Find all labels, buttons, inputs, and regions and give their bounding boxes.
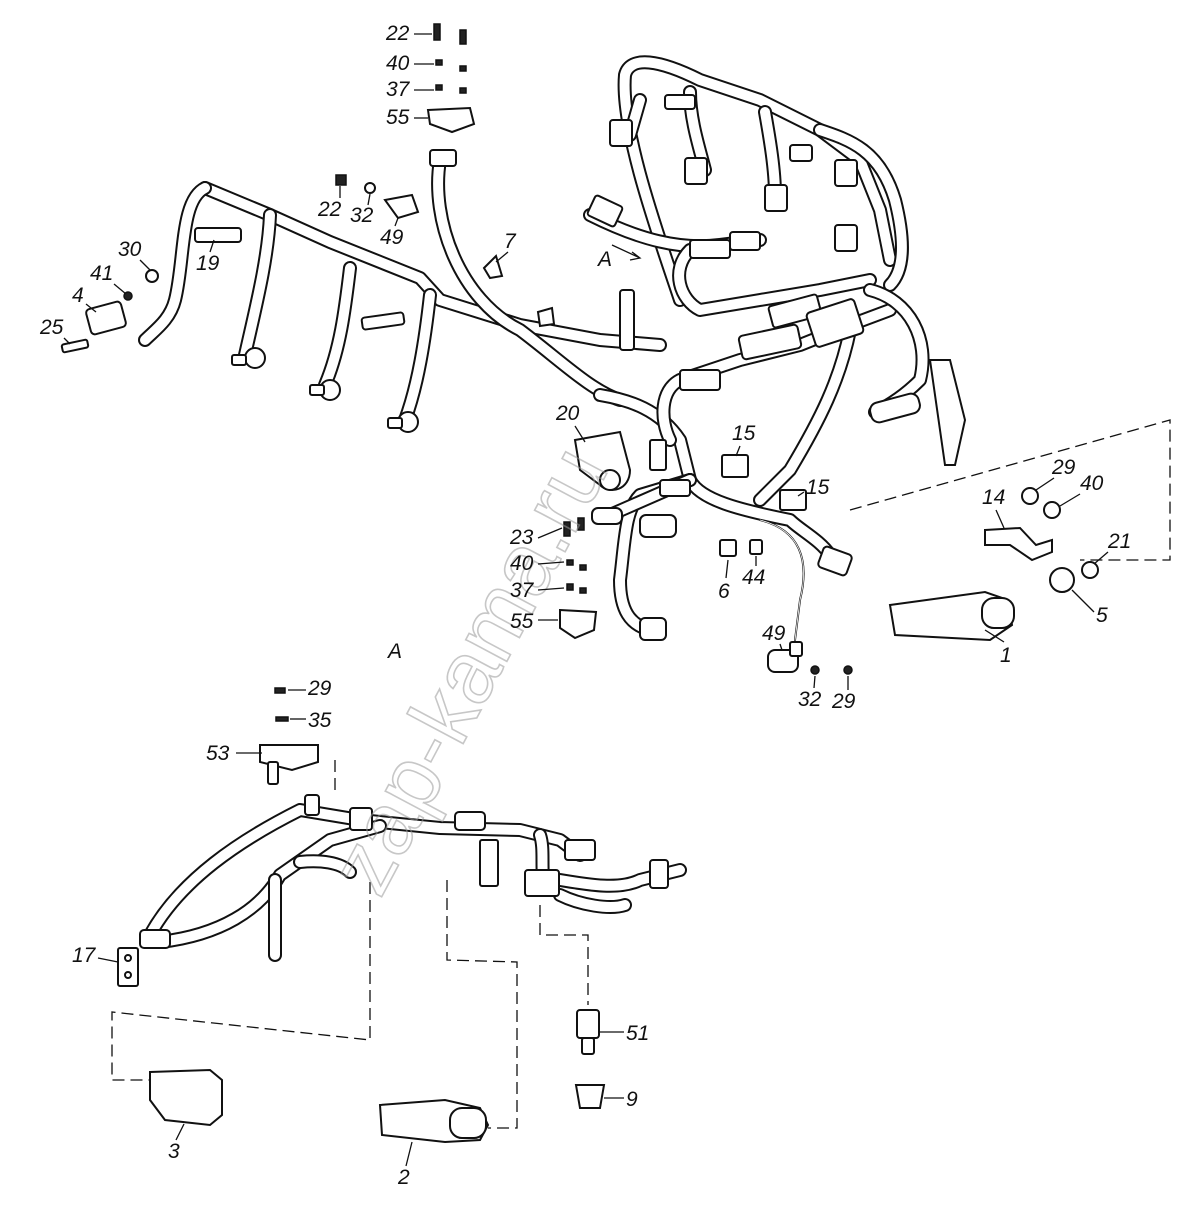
lower-sensor-49 — [767, 641, 853, 675]
callout-19: 19 — [196, 252, 220, 275]
watermark-text: zap-kama.ru — [309, 431, 626, 909]
callout-15b: 15 — [806, 476, 830, 499]
callout-51: 51 — [626, 1022, 649, 1045]
callout-15a: 15 — [732, 422, 756, 445]
callout-23: 23 — [509, 526, 534, 549]
callout-40b: 40 — [510, 552, 534, 575]
watermark: zap-kama.ru — [309, 430, 628, 910]
callout-53: 53 — [206, 742, 230, 765]
section-label: A — [386, 640, 402, 663]
callout-29c: 29 — [307, 677, 332, 700]
view-arrow-label: A — [596, 248, 612, 271]
callout-20: 20 — [555, 402, 580, 425]
callout-22a: 22 — [385, 22, 410, 45]
callout-2: 2 — [397, 1166, 410, 1189]
callout-35: 35 — [308, 709, 332, 732]
callout-55b: 55 — [510, 610, 534, 633]
callout-30: 30 — [118, 238, 142, 261]
upper-sensor-stack — [426, 23, 476, 167]
callout-29b: 29 — [1051, 456, 1076, 479]
callout-17: 17 — [72, 944, 97, 967]
view-arrow — [611, 244, 642, 261]
callout-4: 4 — [72, 284, 84, 307]
callout-3: 3 — [168, 1140, 180, 1163]
callout-22b: 22 — [317, 198, 342, 221]
callout-9: 9 — [626, 1088, 638, 1111]
callout-40a: 40 — [386, 52, 410, 75]
view-a-harness — [111, 687, 687, 1144]
callout-6: 6 — [718, 580, 730, 603]
callout-49b: 49 — [762, 622, 786, 645]
right-hardware — [849, 419, 1171, 642]
callout-32b: 32 — [798, 688, 822, 711]
callout-37a: 37 — [386, 78, 411, 101]
callout-5: 5 — [1096, 604, 1108, 627]
left-hardware — [60, 174, 420, 354]
main-harness — [138, 55, 967, 641]
middle-sensor-stack — [559, 517, 598, 640]
callout-44: 44 — [742, 566, 765, 589]
callout-37b: 37 — [510, 579, 535, 602]
callout-32a: 32 — [350, 204, 374, 227]
callout-25: 25 — [39, 316, 64, 339]
callout-1: 1 — [1000, 644, 1012, 667]
callout-55a: 55 — [386, 106, 410, 129]
callout-41: 41 — [90, 262, 113, 285]
callout-7: 7 — [504, 230, 517, 253]
callouts: 22 40 37 55 22 32 49 7 30 41 4 25 19 20 … — [39, 22, 1131, 1189]
callout-49a: 49 — [380, 226, 404, 249]
callout-29a: 29 — [831, 690, 856, 713]
callout-14: 14 — [982, 486, 1005, 509]
callout-40c: 40 — [1080, 472, 1104, 495]
callout-21: 21 — [1107, 530, 1131, 553]
